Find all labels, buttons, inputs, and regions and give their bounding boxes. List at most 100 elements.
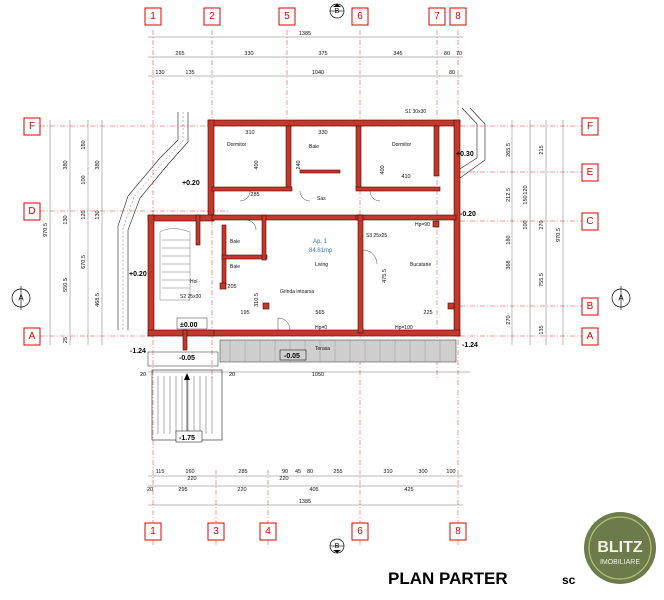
scale-label: sc (562, 573, 576, 587)
dim-text: 130 (95, 210, 101, 219)
dim-text: 120 (81, 210, 87, 219)
dim-text: 330 (318, 130, 327, 136)
axis-label: 8 (455, 11, 461, 22)
axis-label: 6 (357, 526, 363, 537)
dim-text: 80 (449, 70, 455, 76)
dim-text: 970.5 (556, 228, 562, 242)
dim-text: 1040 (312, 70, 324, 76)
apartment-label: Ap. 1 (313, 239, 328, 245)
column-label: S2 25x30 (180, 294, 201, 300)
dim-text: 310.5 (254, 293, 260, 307)
dim-text: 265 (175, 51, 184, 57)
grid-lines (40, 30, 600, 545)
section-label: B (335, 543, 340, 550)
right-axes: F E C B A A 265.5 212.5 150 180 368 270 … (506, 117, 631, 346)
axis-label: 1 (150, 526, 156, 537)
dim-text: 265.5 (506, 143, 512, 157)
plan-title: PLAN PARTER (388, 569, 508, 588)
axis-label: C (586, 216, 593, 227)
dim-text: 270 (539, 220, 545, 229)
dim-text: 310 (383, 469, 392, 475)
dim-text: 755.5 (539, 273, 545, 287)
dim-text: 205 (227, 284, 236, 290)
dim-text: 425 (404, 487, 413, 493)
hp-label: Hp=0 (315, 325, 327, 331)
room-label: Baie (230, 239, 240, 245)
level-label: -0.05 (179, 355, 195, 362)
axis-markers-bottom: 1 3 4 6 8 B (144, 522, 467, 554)
stairs (151, 228, 223, 441)
dim-text: 270 (506, 315, 512, 324)
dim-text: 368 (506, 260, 512, 269)
dim-text: 100 (446, 469, 455, 475)
dim-text: 565 (315, 310, 324, 316)
level-label: -0.05 (284, 353, 300, 360)
blitz-logo: BLITZ IMOBILIARE (584, 512, 656, 584)
dim-text: 400 (254, 160, 260, 169)
dim-text: 20 (147, 487, 153, 493)
dim-text: 410 (401, 174, 410, 180)
dim-text: 215 (539, 145, 545, 154)
level-label: -1.24 (130, 348, 146, 355)
dim-text: 160 (185, 469, 194, 475)
axis-label: A (587, 331, 594, 342)
room-label: Dormitor (227, 142, 247, 148)
dim-text: 400 (380, 165, 386, 174)
dim-text: 1050 (312, 372, 324, 378)
dim-text: 180 (506, 235, 512, 244)
terrace (147, 339, 470, 373)
dim-text: 220 (279, 476, 288, 482)
room-label: Sas (317, 196, 326, 202)
level-label: +0.20 (182, 180, 200, 187)
axis-label: 3 (213, 526, 219, 537)
dim-text: 212.5 (506, 188, 512, 202)
axis-label: 8 (455, 526, 461, 537)
room-label: Living (315, 262, 328, 268)
dim-text: 195 (240, 310, 249, 316)
dim-text: 220 (187, 476, 196, 482)
axis-label: 2 (209, 11, 215, 22)
axis-label: E (587, 167, 594, 178)
dim-text: 375 (318, 51, 327, 57)
dim-text: 330 (244, 51, 253, 57)
axis-markers-top: 1 2 5 6 7 8 B (144, 3, 467, 26)
interior-dims: 310 330 410 400 400 240 475.5 310.5 285 … (140, 130, 433, 378)
room-label: Terasa (315, 346, 330, 352)
dim-text: 135 (539, 325, 545, 334)
column-label: S1 30x30 (405, 109, 426, 115)
dim-text: 25 (63, 337, 69, 343)
section-label: A (18, 294, 24, 303)
dim-text: 90 (282, 469, 288, 475)
dim-text: 20 (229, 372, 235, 378)
dim-text: 130 (63, 215, 69, 224)
dim-text: 225 (423, 310, 432, 316)
room-label: Bucatarie (410, 262, 431, 268)
dim-text: 380 (63, 160, 69, 169)
levels: +0.20 +0.30 +0.20 -0.20 ±0.00 -0.05 -0.0… (129, 151, 478, 443)
dim-text: 670.5 (81, 255, 87, 269)
left-axes: F D A A 970.5 380 130 550.5 25 160 100 1… (11, 117, 103, 346)
dim-text: 300 (418, 469, 427, 475)
logo-subtext: IMOBILIARE (600, 559, 640, 566)
logo-text: BLITZ (597, 539, 643, 556)
dim-text: 285 (250, 192, 259, 198)
dim-text: 468.5 (95, 293, 101, 307)
room-label: Hol (190, 279, 198, 285)
doors (239, 190, 381, 331)
bottom-dimensions: 115 160 285 90 45 80 255 310 300 100 220… (147, 469, 463, 506)
apartment-area: 84.81mp (309, 248, 333, 254)
room-labels: Dormitor Baie Dormitor Sas Baie Baie Hol… (190, 142, 431, 352)
level-label: +0.20 (129, 271, 147, 278)
dim-text: 550.5 (63, 278, 69, 292)
dim-text: 80 (307, 469, 313, 475)
dim-text: 970.5 (43, 223, 49, 237)
column-labels: S1 30x30 S2 25x30 S3 25x25 (180, 109, 426, 300)
column-label: S3 25x25 (366, 233, 387, 239)
hp-label: Hp=100 (395, 325, 413, 331)
top-dimensions: 1385 265 330 375 345 80 70 130 135 1040 … (148, 31, 463, 77)
section-label: B (335, 8, 340, 15)
walls (147, 119, 461, 351)
section-label: A (618, 294, 624, 303)
dim-text: 160 (81, 140, 87, 149)
dim-text: 240 (296, 160, 302, 169)
